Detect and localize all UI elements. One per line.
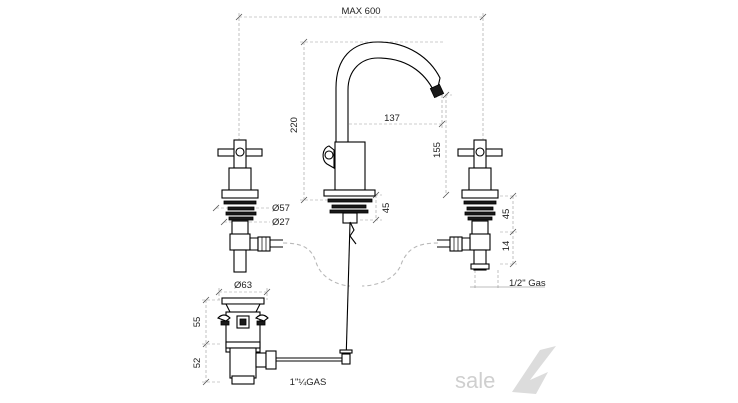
dimension-labels: MAX 600 220 137 155 45 Ø57 Ø27 45 14 1/2… bbox=[192, 6, 546, 388]
spout-height-label: 220 bbox=[289, 117, 300, 133]
body-diameter-label: Ø27 bbox=[272, 217, 290, 228]
spout-assembly bbox=[322, 41, 445, 363]
waste-bottom-label: 52 bbox=[192, 358, 203, 369]
tail-length-label: 14 bbox=[501, 241, 512, 252]
sale-watermark: sale bbox=[455, 346, 556, 394]
left-cross-handle-valve bbox=[217, 139, 283, 273]
waste-outlet-label: 1"¼GAS bbox=[290, 377, 327, 388]
waste-top-label: 55 bbox=[192, 317, 203, 328]
center-deck-label: 45 bbox=[381, 203, 392, 214]
tap-inlet-label: 1/2" Gas bbox=[509, 278, 546, 289]
pop-up-waste bbox=[217, 297, 353, 385]
spout-reach-label: 137 bbox=[384, 113, 400, 124]
watermark-text: sale bbox=[455, 368, 495, 393]
max-width-label: MAX 600 bbox=[341, 6, 380, 17]
flange-diameter-label: Ø57 bbox=[272, 203, 290, 214]
outlet-height-label: 155 bbox=[432, 142, 443, 158]
flexible-hoses bbox=[282, 242, 439, 287]
right-cross-handle-valve bbox=[437, 139, 503, 271]
waste-diameter-label: Ø63 bbox=[234, 280, 252, 291]
dimension-lines bbox=[202, 13, 545, 386]
watermark-arrow-icon bbox=[512, 346, 556, 394]
right-deck-label: 45 bbox=[501, 209, 512, 220]
